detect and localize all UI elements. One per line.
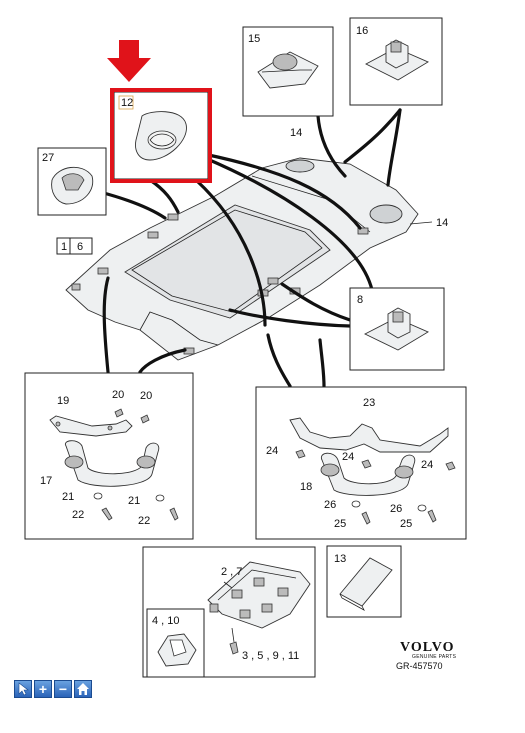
part-box-13[interactable]	[326, 545, 402, 618]
leader-lines	[98, 108, 402, 642]
zoom-in-icon[interactable]: +	[34, 680, 52, 698]
part-box-16[interactable]	[349, 17, 443, 106]
callout-3-5-9-11: 3 , 5 , 9 , 11	[242, 650, 299, 662]
highlight-arrow-icon	[107, 40, 151, 82]
callout-15: 15	[248, 33, 260, 45]
callout-14-right: 14	[436, 217, 448, 229]
callout-13: 13	[334, 553, 346, 565]
zoom-out-icon[interactable]: −	[54, 680, 72, 698]
callout-18: 18	[300, 481, 312, 493]
callout-19: 19	[57, 395, 69, 407]
handle-assembly-right-box[interactable]	[255, 386, 467, 540]
volvo-logo: VOLVO GENUINE PARTS	[400, 640, 457, 660]
callout-12: 12	[121, 97, 133, 109]
home-icon[interactable]	[74, 680, 92, 698]
callout-21-a: 21	[62, 491, 74, 503]
callout-16: 16	[356, 25, 368, 37]
callout-24-b: 24	[342, 451, 354, 463]
part-box-4-10[interactable]	[146, 608, 205, 678]
callout-4-10: 4 , 10	[152, 615, 180, 627]
callout-20-b: 20	[140, 390, 152, 402]
callout-21-b: 21	[128, 495, 140, 507]
callout-24-a: 24	[266, 445, 278, 457]
diagram-reference-code: GR-457570	[396, 661, 443, 671]
callout-8: 8	[357, 294, 363, 306]
pointer-icon[interactable]	[14, 680, 32, 698]
callout-1-6-box	[56, 237, 93, 255]
part-box-8[interactable]	[349, 287, 445, 371]
callout-27: 27	[42, 152, 54, 164]
handle-assembly-left-box[interactable]	[24, 372, 194, 540]
callout-1: 1	[61, 241, 67, 253]
diagram-toolbar: + −	[14, 680, 92, 698]
callout-22-b: 22	[138, 515, 150, 527]
callout-2-7: 2 , 7	[221, 566, 242, 578]
logo-subtitle-text: GENUINE PARTS	[412, 654, 457, 660]
callout-14-top: 14	[290, 127, 302, 139]
part-box-15[interactable]	[242, 26, 334, 117]
part-box-27[interactable]	[37, 147, 107, 216]
callout-24-c: 24	[421, 459, 433, 471]
callout-20-a: 20	[112, 389, 124, 401]
callout-25-a: 25	[334, 518, 346, 530]
callout-26-b: 26	[390, 503, 402, 515]
callout-26-a: 26	[324, 499, 336, 511]
callout-17: 17	[40, 475, 52, 487]
callout-6: 6	[77, 241, 83, 253]
callout-25-b: 25	[400, 518, 412, 530]
part-box-12[interactable]	[110, 88, 212, 183]
logo-brand-text: VOLVO	[400, 640, 455, 655]
callout-22-a: 22	[72, 509, 84, 521]
callout-23: 23	[363, 397, 375, 409]
